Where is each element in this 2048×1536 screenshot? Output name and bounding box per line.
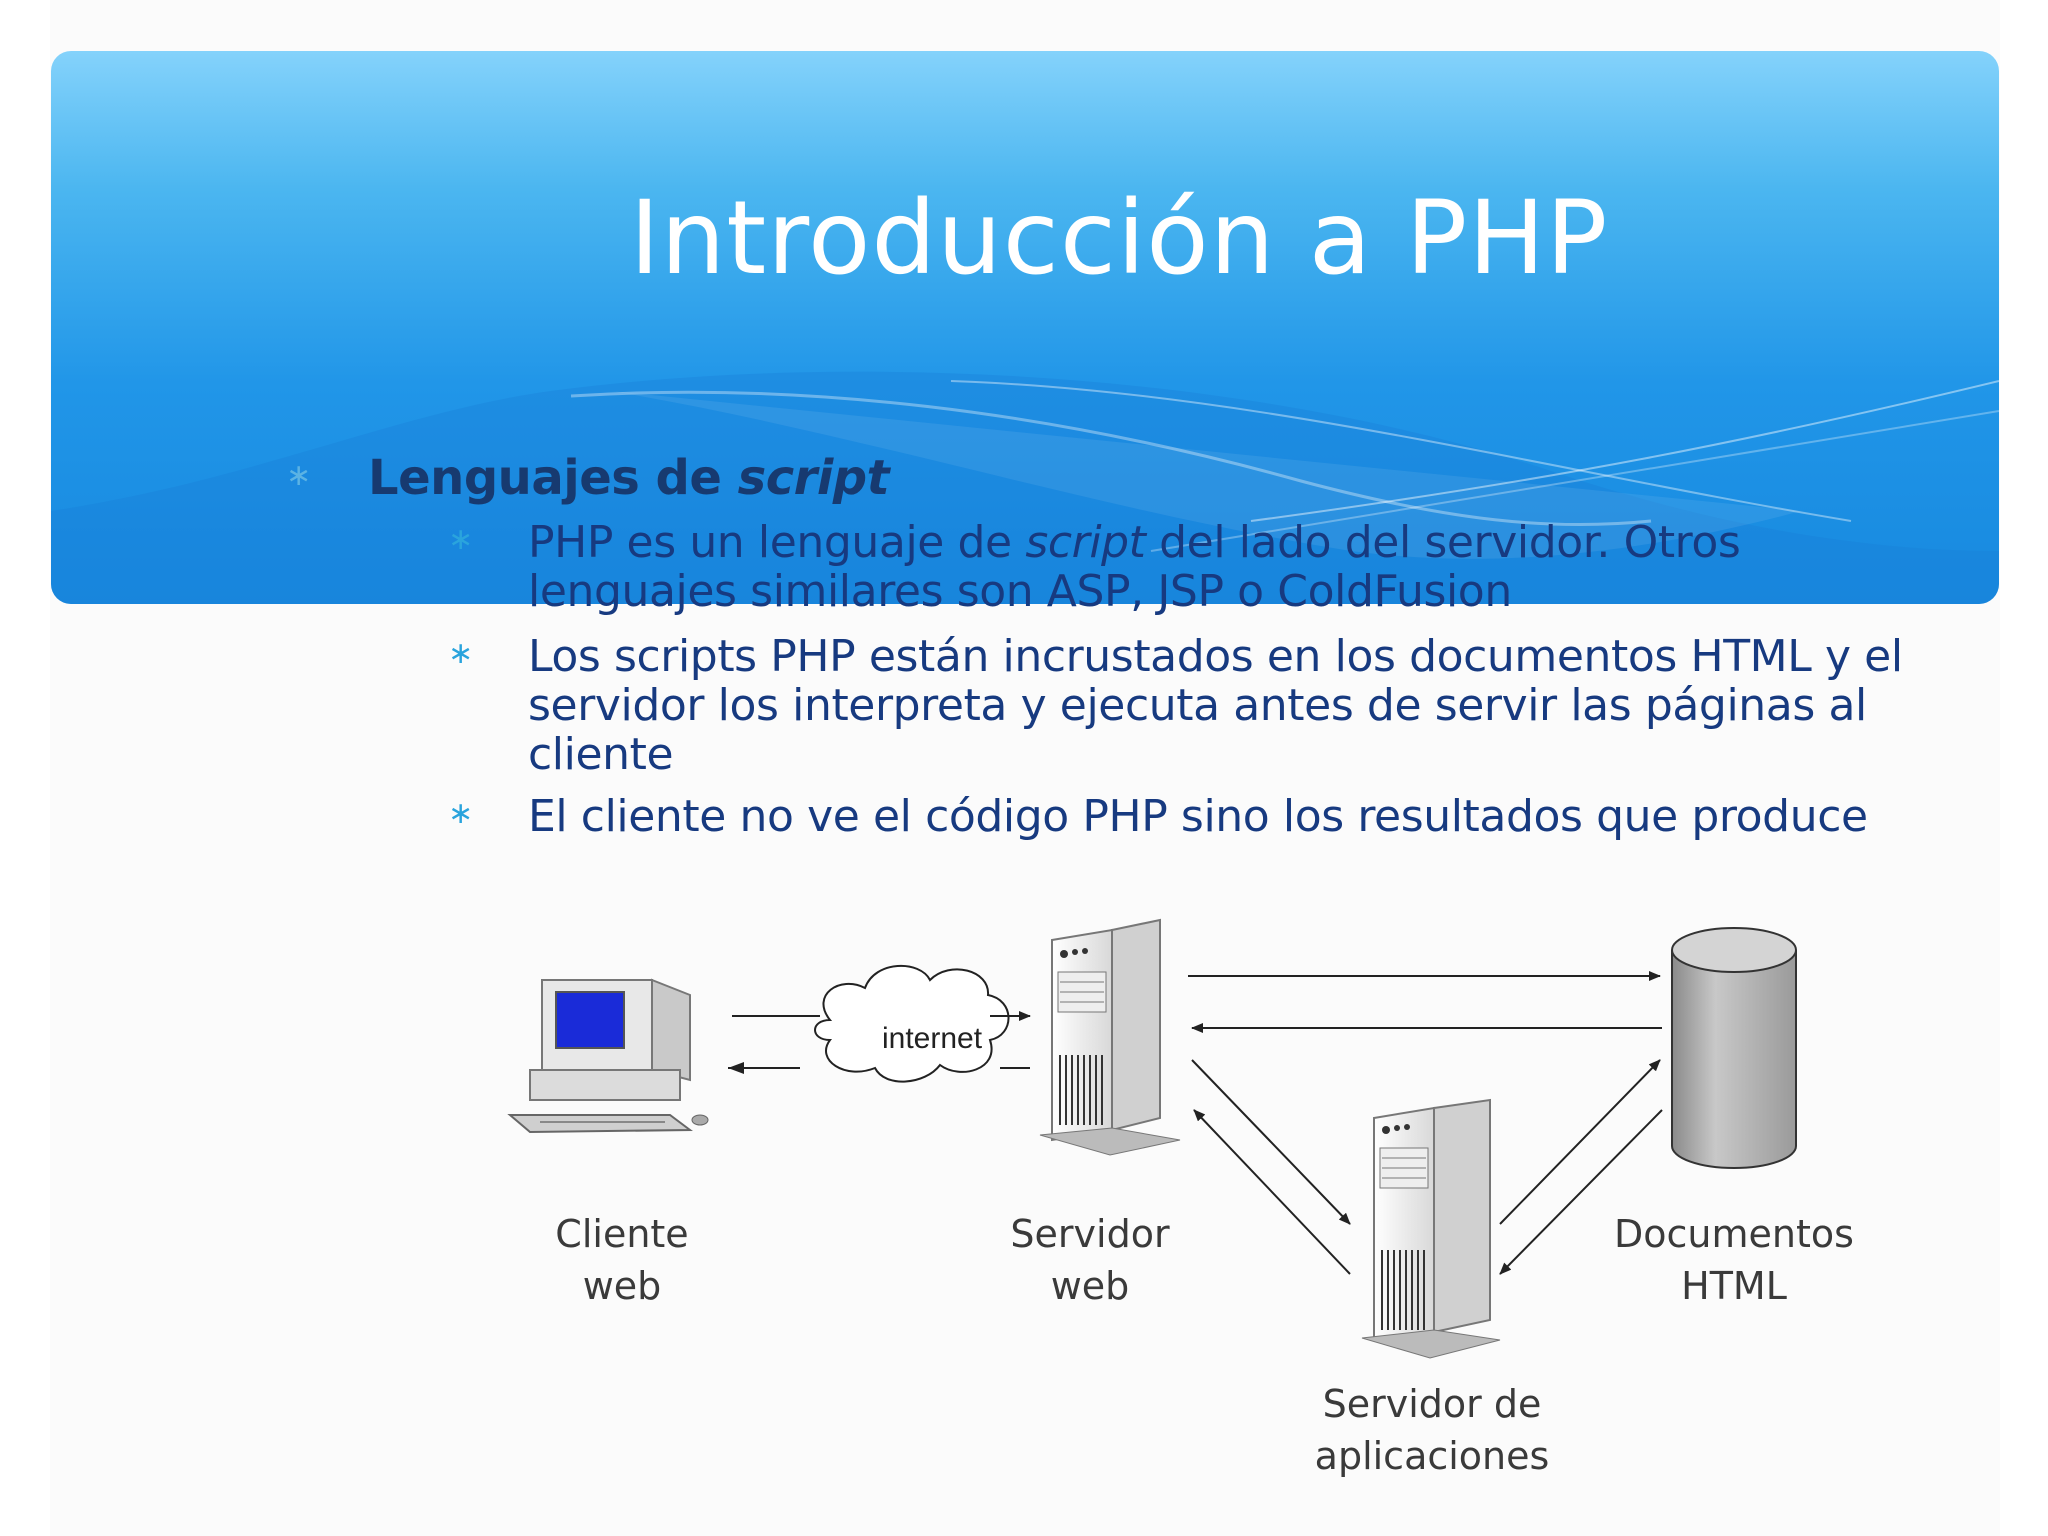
web-server-label: Servidor web [990,1208,1190,1312]
application-server-label: Servidor de aplicaciones [1282,1378,1582,1482]
bullet-star-icon: ∗ [286,458,311,493]
html-documents-label: Documentos HTML [1584,1208,1884,1312]
bullet-item-1: PHP es un lenguaje de script del lado de… [528,518,1938,616]
php-architecture-diagram: internet [500,900,1900,1500]
section-heading: Lenguajes de script [368,450,889,506]
slide-title: Introducción a PHP [0,178,2048,300]
application-server-icon [1362,1100,1500,1358]
bullet-1-part1: PHP es un lenguaje de [528,517,1025,568]
bullet-item-3: El cliente no ve el código PHP sino los … [528,792,1938,841]
client-web-label: Cliente web [522,1208,722,1312]
client-label-line2: web [522,1260,722,1312]
docs-label-line1: Documentos [1584,1208,1884,1260]
client-computer-icon [510,980,708,1132]
web-server-icon [1040,920,1180,1155]
webserver-label-line1: Servidor [990,1208,1190,1260]
bullet-item-2: Los scripts PHP están incrustados en los… [528,632,1938,779]
bullet-star-icon: ∗ [448,636,473,671]
heading-italic: script [738,450,889,506]
bullet-star-icon: ∗ [448,522,473,557]
appserver-label-line2: aplicaciones [1282,1430,1582,1482]
bullet-star-icon: ∗ [448,796,473,831]
docs-label-line2: HTML [1584,1260,1884,1312]
heading-text: Lenguajes de [368,450,738,506]
cloud-label: internet [882,1022,983,1055]
client-label-line1: Cliente [522,1208,722,1260]
bullet-1-italic: script [1025,517,1145,568]
appserver-label-line1: Servidor de [1282,1378,1582,1430]
html-documents-database-icon [1672,928,1796,1168]
webserver-label-line2: web [990,1260,1190,1312]
